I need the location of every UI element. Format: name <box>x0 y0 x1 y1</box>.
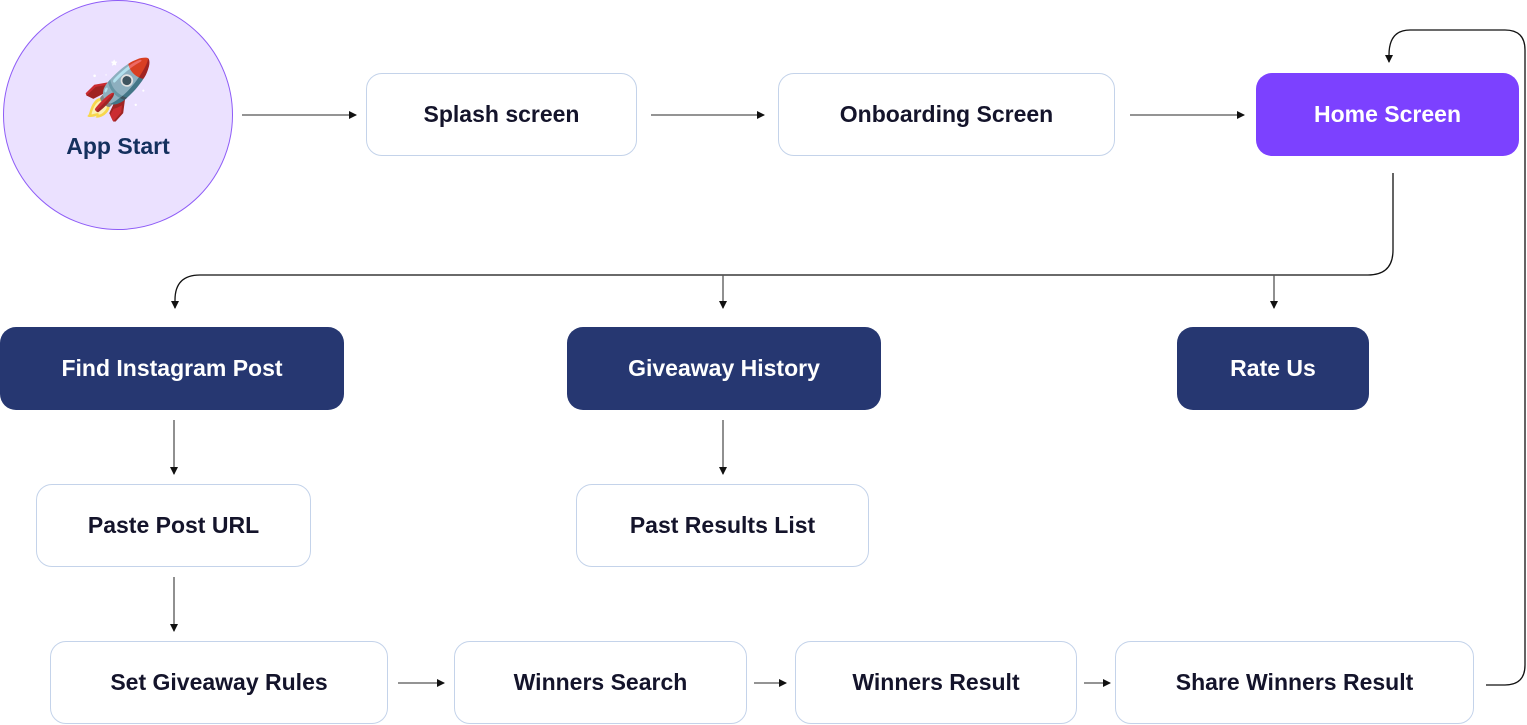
share-winners-result-node[interactable]: Share Winners Result <box>1115 641 1474 724</box>
winners-result-node[interactable]: Winners Result <box>795 641 1077 724</box>
arrow-share-home-loop <box>1385 29 1526 686</box>
app-start-node: 🚀 App Start <box>3 0 233 230</box>
find-instagram-post-node[interactable]: Find Instagram Post <box>0 327 344 410</box>
set-giveaway-rules-node[interactable]: Set Giveaway Rules <box>50 641 388 724</box>
home-screen-node[interactable]: Home Screen <box>1256 73 1519 156</box>
app-start-label: App Start <box>66 132 170 159</box>
rocket-icon: 🚀 <box>81 56 155 122</box>
splash-screen-node[interactable]: Splash screen <box>366 73 637 156</box>
winners-search-node[interactable]: Winners Search <box>454 641 747 724</box>
onboarding-screen-node[interactable]: Onboarding Screen <box>778 73 1115 156</box>
paste-post-url-node[interactable]: Paste Post URL <box>36 484 311 567</box>
past-results-list-node[interactable]: Past Results List <box>576 484 869 567</box>
arrow-home-find <box>171 173 1394 309</box>
giveaway-history-node[interactable]: Giveaway History <box>567 327 881 410</box>
rate-us-node[interactable]: Rate Us <box>1177 327 1369 410</box>
